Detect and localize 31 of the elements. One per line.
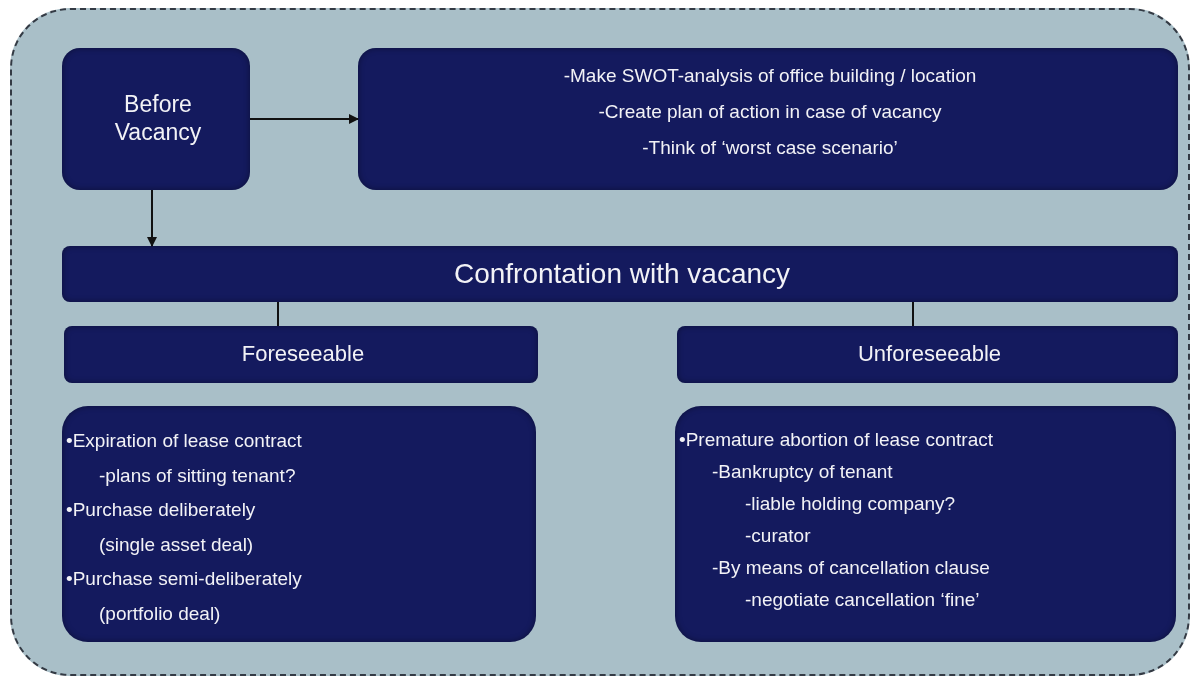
list-item: (portfolio deal) bbox=[98, 601, 221, 626]
process-box bbox=[677, 326, 1178, 383]
connector-line bbox=[277, 301, 279, 327]
list-item: -Make SWOT-analysis of office building / location bbox=[563, 64, 977, 88]
box-title: Unforeseeable bbox=[856, 341, 1003, 368]
list-item: -negotiate cancellation ‘fine’ bbox=[744, 588, 980, 612]
list-item: •Purchase deliberately bbox=[66, 498, 256, 522]
process-box bbox=[62, 246, 1178, 302]
list-item: -plans of sitting tenant? bbox=[98, 463, 296, 488]
list-item: -Bankruptcy of tenant bbox=[711, 460, 893, 484]
box-title: Before Vacancy bbox=[113, 91, 203, 147]
connector-line bbox=[912, 301, 914, 327]
arrow bbox=[147, 189, 157, 247]
text-box bbox=[675, 406, 1176, 642]
list-item: -liable holding company? bbox=[744, 492, 956, 516]
list-item: •Premature abortion of lease contract bbox=[679, 428, 993, 452]
list-item: •Expiration of lease contract bbox=[66, 429, 302, 453]
list-item: -Think of ‘worst case scenario’ bbox=[642, 136, 898, 160]
arrow bbox=[249, 114, 359, 124]
text-box bbox=[62, 406, 536, 642]
box-title: Confrontation with vacancy bbox=[452, 257, 792, 291]
dashed-frame bbox=[10, 8, 1190, 676]
list-item: (single asset deal) bbox=[98, 532, 254, 557]
box-title: Foreseeable bbox=[240, 341, 366, 368]
list-item: •Purchase semi-deliberately bbox=[66, 567, 302, 591]
list-item: -Create plan of action in case of vacancy bbox=[598, 100, 942, 124]
list-item: -By means of cancellation clause bbox=[711, 556, 990, 580]
process-box bbox=[62, 48, 250, 190]
process-box bbox=[64, 326, 538, 383]
text-box bbox=[358, 48, 1178, 190]
list-item: -curator bbox=[744, 524, 811, 548]
